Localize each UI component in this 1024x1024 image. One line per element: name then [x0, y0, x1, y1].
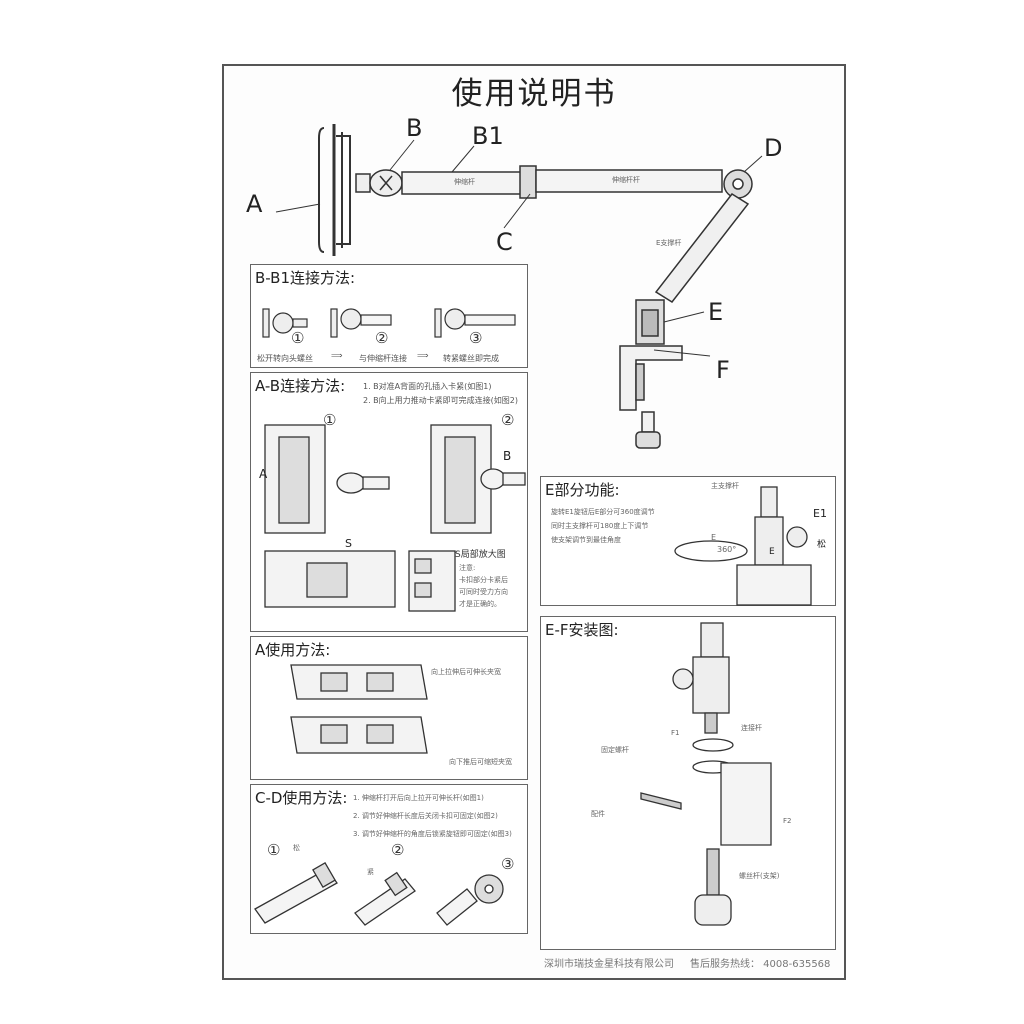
- b-b1-caption-3: 转紧螺丝即完成: [443, 354, 499, 363]
- c-d-instruction-1: 1. 伸缩杆打开后向上拉开可伸长杆(如图1): [353, 794, 484, 802]
- label-c: C: [496, 228, 513, 256]
- b-b1-caption-2: 与伸缩杆连接: [359, 354, 407, 363]
- footer-company: 深圳市瑞技金星科技有限公司: [544, 959, 674, 970]
- panel-e-f-title: E-F安装图:: [545, 621, 619, 639]
- zoom-note-1: 卡扣部分卡紧后: [459, 576, 508, 584]
- support-arm-drawing: [654, 193, 750, 303]
- ef-part-rod: 连接杆: [741, 724, 762, 732]
- ef-part-f2: F2: [783, 817, 792, 825]
- c-d-loosen-label: 松: [293, 844, 300, 852]
- e-main-pole-label: 主支撑杆: [711, 482, 739, 490]
- ef-part-f1: F1: [671, 729, 680, 737]
- panel-e-title: E部分功能:: [545, 481, 620, 499]
- holder-a-drawing: [318, 124, 351, 256]
- arm-label: E支撑杆: [656, 239, 682, 247]
- c-d-instruction-3: 3. 调节好伸缩杆的角度后锁紧旋钮即可固定(如图3): [353, 830, 512, 838]
- c-d-tighten-label: 紧: [367, 868, 374, 876]
- b-b1-arrow-1: ⟹: [331, 351, 343, 360]
- e-line-3: 使支架调节到最佳角度: [551, 536, 621, 544]
- connector-b-drawing: [355, 169, 403, 197]
- joint-e-drawing: [635, 299, 665, 345]
- tube-b1-drawing: [401, 165, 723, 199]
- panel-a-usage: A使用方法: 向上拉伸后可伸长夹宽 向下推后可缩短夹宽: [250, 636, 528, 780]
- panel-b-b1: B-B1连接方法: ① ② ③ 松开转向头螺丝 ⟹ 与伸缩杆连接 ⟹ 转紧螺丝即…: [250, 264, 528, 368]
- e-part-label: E: [769, 547, 775, 557]
- footer-hotline: 售后服务热线： 4008-635568: [690, 959, 831, 970]
- e-line-1: 旋转E1旋钮后E部分可360度调节: [551, 508, 655, 516]
- b-b1-step-1: ①: [291, 329, 305, 347]
- panel-a-b: A-B连接方法: 1. B对准A背面的孔插入卡紧(如图1) 2. B向上用力推动…: [250, 372, 528, 632]
- label-b1: B1: [472, 122, 504, 150]
- panel-a-b-title: A-B连接方法:: [255, 377, 346, 395]
- label-e: E: [708, 298, 724, 326]
- e1-label: E1: [813, 507, 827, 520]
- e-loosen-label: 松: [817, 540, 827, 550]
- stand-overview-illustration: [275, 124, 763, 449]
- a-b-label-s: S: [345, 537, 352, 550]
- instruction-sheet: 使用说明书: [222, 64, 846, 980]
- a-usage-note-1: 向上拉伸后可伸长夹宽: [431, 668, 501, 676]
- b-b1-step-3: ③: [469, 329, 483, 347]
- e-rotation-label: E: [711, 533, 717, 542]
- label-f: F: [716, 356, 730, 384]
- ef-part-fixed-screw: 固定螺杆: [601, 746, 629, 754]
- e-degree-label: 360°: [717, 545, 737, 554]
- a-b-label-a: A: [259, 467, 268, 481]
- ef-part-accessory: 配件: [591, 810, 605, 818]
- zoom-note-3: 才是正确的。: [459, 600, 501, 608]
- b-b1-caption-1: 松开转向头螺丝: [257, 354, 313, 363]
- ef-part-screw-rod: 螺丝杆(支架): [739, 872, 780, 880]
- a-b-instruction-1: 1. B对准A背面的孔插入卡紧(如图1): [363, 382, 492, 391]
- zoom-note-2: 可同时受力方向: [459, 588, 508, 596]
- panel-b-b1-title: B-B1连接方法:: [255, 269, 356, 287]
- c-d-step-2: ②: [391, 841, 405, 859]
- label-a: A: [246, 190, 263, 218]
- knuckle-d-drawing: [723, 169, 753, 199]
- c-d-step-1: ①: [267, 841, 281, 859]
- panel-c-d-title: C-D使用方法:: [255, 789, 348, 807]
- c-d-instruction-2: 2. 调节好伸缩杆长度后关闭卡扣可固定(如图2): [353, 812, 498, 820]
- panel-e-f-install: E-F安装图: 连接杆 F1 固定螺杆 配件 F2 螺丝杆(支架): [540, 616, 836, 950]
- tube-label-1: 伸缩杆: [454, 178, 475, 186]
- zoom-title: S局部放大图: [455, 550, 506, 560]
- e-function-drawing: [674, 486, 812, 606]
- a-usage-drawing: [290, 664, 428, 754]
- a-b-instruction-2: 2. B向上用力推动卡紧即可完成连接(如图2): [363, 396, 518, 405]
- panel-a-usage-title: A使用方法:: [255, 641, 331, 659]
- b-b1-steps-drawing: [262, 308, 516, 338]
- b-b1-arrow-2: ⟹: [417, 351, 429, 360]
- e-line-2: 同时主支撑杆可180度上下调节: [551, 522, 649, 530]
- b-b1-step-2: ②: [375, 329, 389, 347]
- tube-label-2: 伸缩杆杆: [612, 176, 640, 184]
- label-d: D: [764, 134, 783, 162]
- zoom-note-title: 注意:: [459, 564, 476, 572]
- page-title: 使用说明书: [451, 76, 617, 112]
- a-b-connection-drawing: [264, 424, 526, 612]
- label-b: B: [406, 114, 423, 142]
- a-b-step-1: ①: [323, 411, 337, 429]
- a-b-step-2: ②: [501, 411, 515, 429]
- panel-e-function: E部分功能: 旋转E1旋钮后E部分可360度调节 同时主支撑杆可180度上下调节…: [540, 476, 836, 606]
- clamp-f-drawing: [619, 345, 683, 449]
- e-f-exploded-drawing: [640, 622, 772, 926]
- c-d-tubes-drawing: [254, 861, 504, 926]
- a-b-label-b: B: [503, 449, 512, 463]
- c-d-step-3: ③: [501, 855, 515, 873]
- a-usage-note-2: 向下推后可缩短夹宽: [449, 758, 512, 766]
- panel-c-d: C-D使用方法: 1. 伸缩杆打开后向上拉开可伸长杆(如图1) 2. 调节好伸缩…: [250, 784, 528, 934]
